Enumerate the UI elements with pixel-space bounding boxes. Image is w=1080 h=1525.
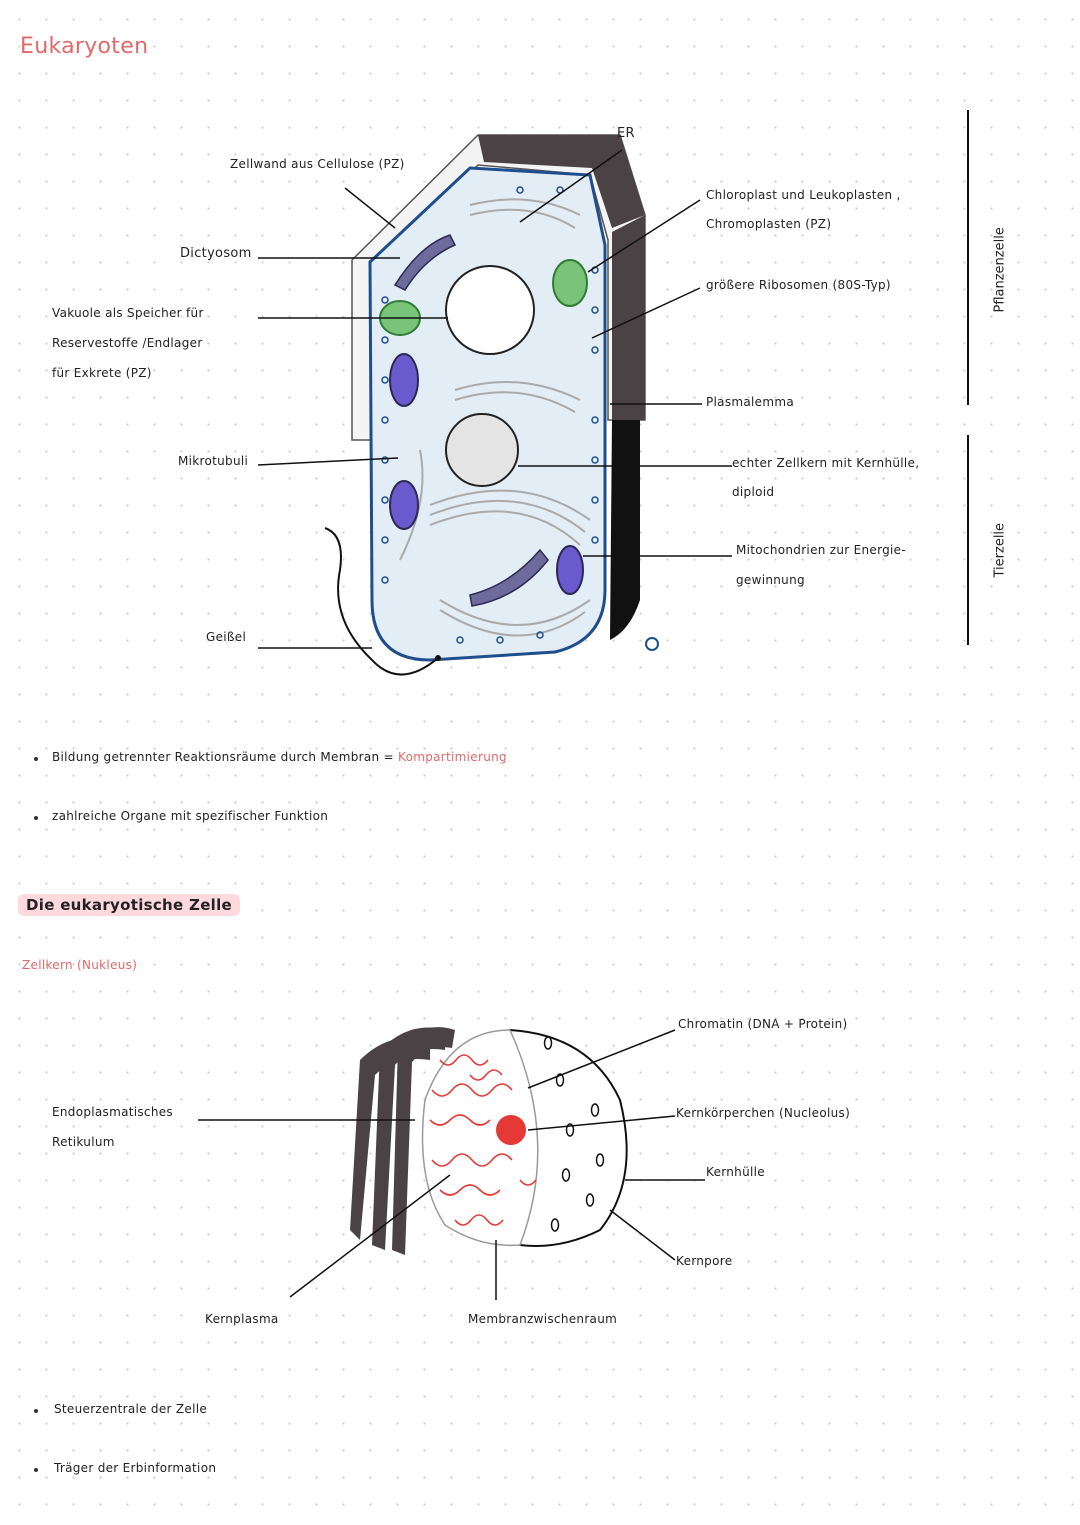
bullet	[34, 1409, 38, 1413]
highlight-kompartimierung: Kompartimierung	[398, 750, 507, 764]
flagellum	[324, 527, 439, 676]
label-kernhuelle: Kernhülle	[706, 1165, 765, 1179]
bullet	[34, 1468, 38, 1472]
kernpore-icon	[543, 1036, 605, 1232]
label-dictyosom: Dictyosom	[180, 246, 252, 261]
label-chloroplast-2: Chromoplasten (PZ)	[706, 217, 832, 231]
label-kernpore: Kernpore	[676, 1254, 733, 1268]
ribosomes	[381, 186, 599, 644]
page-heading: Eukaryoten	[20, 34, 149, 59]
section-title: Die eukaryotische Zelle	[18, 894, 241, 916]
chromatin	[429, 1054, 537, 1226]
karyoplasm	[421, 1029, 539, 1247]
bullet-text-1: Bildung getrennter Reaktionsräume durch …	[52, 750, 507, 764]
label-kernplasma: Kernplasma	[205, 1312, 279, 1326]
bullet	[34, 816, 38, 820]
bullet	[34, 757, 38, 761]
dictyosom-icon	[393, 234, 549, 607]
label-nucleolus: Kernkörperchen (Nucleolus)	[676, 1106, 851, 1120]
er-membranes	[399, 198, 591, 637]
label-mito-2: gewinnung	[736, 573, 805, 587]
nucleus-leader-lines	[198, 1029, 705, 1300]
label-vakuole-2: Reservestoffe /Endlager	[52, 336, 203, 350]
label-ribosomen: größere Ribosomen (80S-Typ)	[706, 278, 891, 292]
vacuole	[445, 265, 535, 355]
nucleolus	[496, 1115, 526, 1145]
label-plasmalemma: Plasmalemma	[706, 395, 794, 409]
label-zellkern-2: diploid	[732, 485, 775, 499]
label-er: ER	[617, 126, 635, 141]
label-er-2: Retikulum	[52, 1135, 115, 1149]
leader-lines	[257, 149, 732, 649]
label-mito-1: Mitochondrien zur Energie-	[736, 543, 906, 557]
label-vakuole-1: Vakuole als Speicher für	[52, 306, 204, 320]
bullet-text-2: zahlreiche Organe mit spezifischer Funkt…	[52, 809, 329, 823]
label-chromatin: Chromatin (DNA + Protein)	[678, 1017, 848, 1031]
label-mikrotubuli: Mikrotubuli	[178, 454, 249, 468]
label-vakuole-3: für Exkrete (PZ)	[52, 366, 152, 380]
nucleus	[445, 413, 519, 487]
label-geissel: Geißel	[206, 630, 247, 644]
bullet2-text-1: Steuerzentrale der Zelle	[54, 1402, 208, 1416]
mitochondrion-icon	[389, 353, 584, 595]
label-chloroplast-1: Chloroplast und Leukoplasten ,	[706, 188, 901, 202]
bullet2-text-2: Träger der Erbinformation	[54, 1461, 217, 1475]
label-er-1: Endoplasmatisches	[52, 1105, 173, 1119]
label-zellkern-1: echter Zellkern mit Kernhülle,	[732, 456, 920, 470]
subsection-title: Zellkern (Nukleus)	[22, 958, 138, 972]
label-membranzwischenraum: Membranzwischenraum	[468, 1312, 618, 1326]
er-stacks	[350, 1027, 455, 1255]
label-zellwand: Zellwand aus Cellulose (PZ)	[230, 157, 405, 171]
